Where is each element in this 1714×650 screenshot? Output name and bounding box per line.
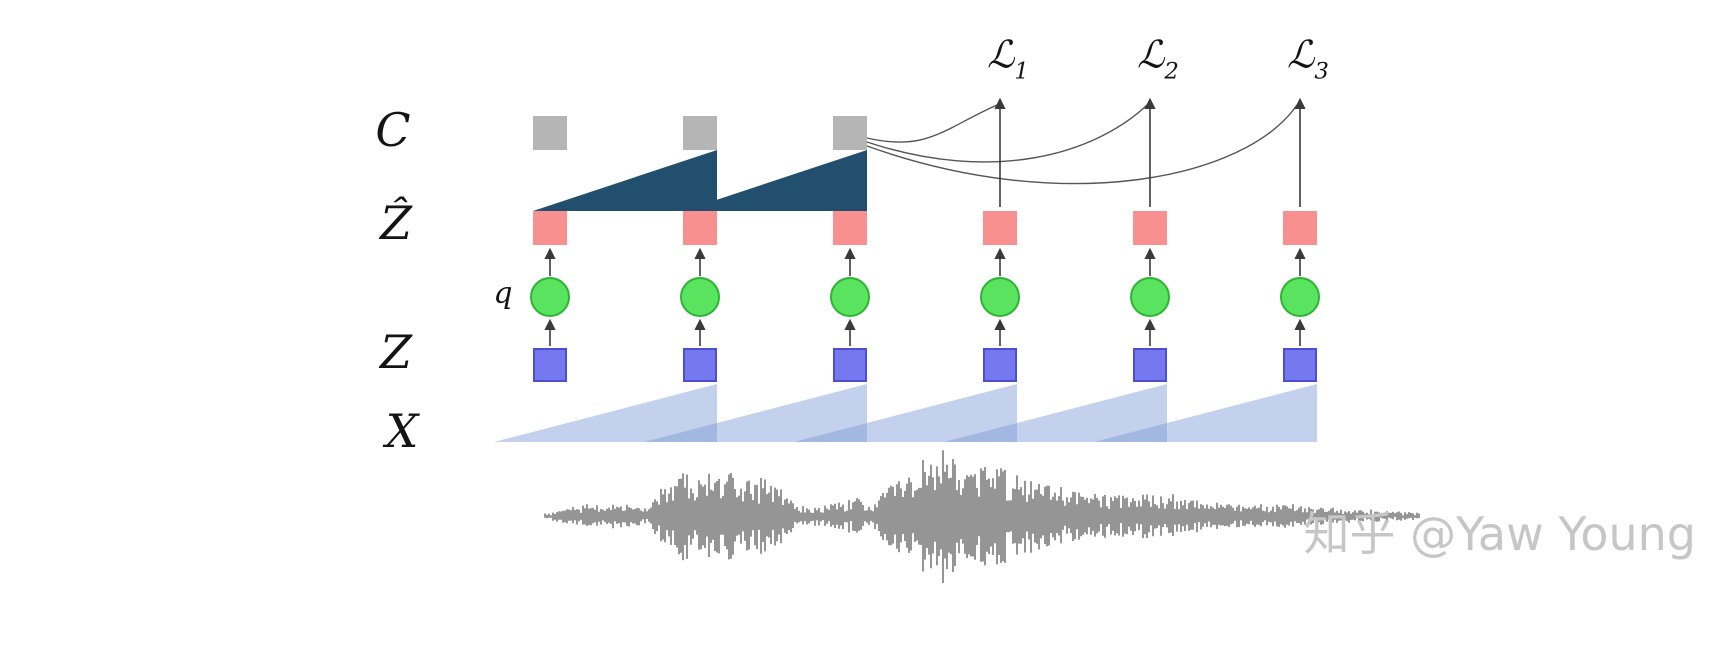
loss-label-3: ℒ3 [1287,32,1329,83]
watermark: 知乎 @Yaw Young [1303,507,1696,561]
quantizer-circle-6 [1280,277,1320,317]
row-label-input: X [385,404,419,458]
input-receptive-field-triangle-3 [644,384,867,442]
context-aggregation-triangle-2 [683,150,867,211]
loss-symbol: ℒ [987,32,1015,77]
quantized-square-5 [1133,211,1167,245]
quantizer-circle-5 [1130,277,1170,317]
quantizer-circle-1 [530,277,570,317]
row-label-latent: Z [380,325,412,379]
quantized-square-6 [1283,211,1317,245]
latent-square-3 [833,348,867,382]
quantizer-label: q [493,276,513,311]
context-square-3 [833,116,867,150]
loss-label-2: ℒ2 [1137,32,1179,83]
quantizer-circle-3 [830,277,870,317]
latent-square-2 [683,348,717,382]
quantizer-circle-2 [680,277,720,317]
loss-subscript: 3 [1314,58,1329,85]
loss-symbol: ℒ [1137,32,1165,77]
latent-square-4 [983,348,1017,382]
context-square-1 [533,116,567,150]
context-to-loss-curve-3 [866,104,1298,185]
context-to-loss-curve-1 [866,104,998,143]
context-square-2 [683,116,717,150]
audio-waveform [544,450,1420,584]
loss-symbol: ℒ [1287,32,1315,77]
row-label-quantized: Ẑ [380,196,412,250]
input-receptive-field-triangle-2 [494,384,717,442]
latent-square-6 [1283,348,1317,382]
latent-square-1 [533,348,567,382]
quantized-square-2 [683,211,717,245]
context-aggregation-triangle-1 [533,150,717,211]
input-receptive-field-triangle-4 [794,384,1017,442]
quantized-square-4 [983,211,1017,245]
row-label-context: C [375,103,411,157]
latent-square-5 [1133,348,1167,382]
loss-label-1: ℒ1 [987,32,1029,83]
loss-subscript: 1 [1014,58,1029,85]
loss-subscript: 2 [1164,58,1179,85]
quantized-square-1 [533,211,567,245]
quantizer-circle-4 [980,277,1020,317]
input-receptive-field-triangle-6 [1094,384,1317,442]
input-receptive-field-triangle-5 [944,384,1167,442]
quantized-square-3 [833,211,867,245]
context-to-loss-curve-2 [866,104,1148,163]
